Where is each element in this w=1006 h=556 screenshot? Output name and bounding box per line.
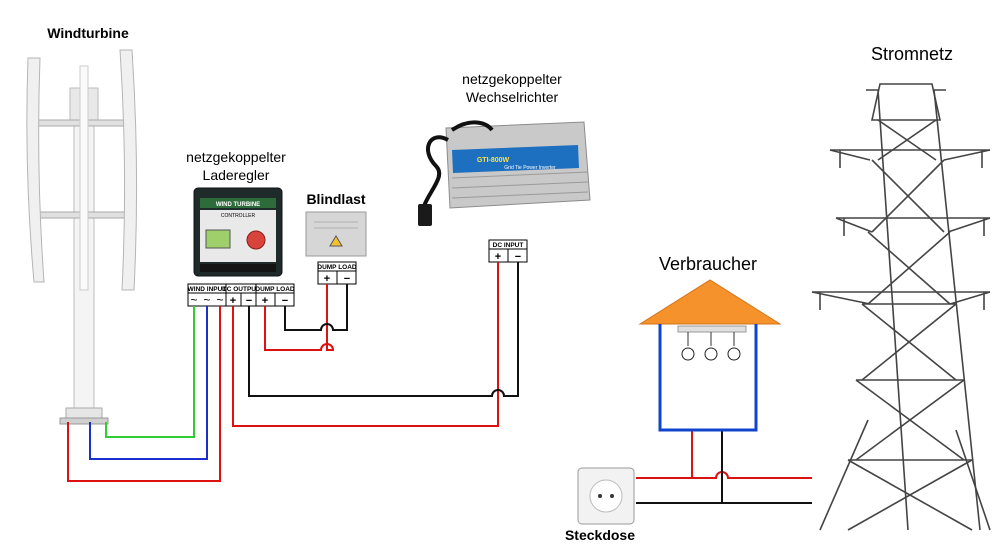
inverter-label-line2: Wechselrichter (466, 89, 559, 105)
controller-brand-text: WIND TURBINE (216, 202, 260, 208)
dump-load-plus: + (262, 295, 268, 307)
controller-sub-text: CONTROLLER (221, 213, 256, 219)
wind-turbine: Windturbine (26, 25, 138, 425)
wire-grid-phase (692, 471, 812, 479)
controller-terminal-blocks: WIND INPUT ~ ~ ~ DC OUTPUT + − DUMP LOAD… (187, 283, 295, 307)
consumer-label: Verbraucher (659, 254, 757, 274)
dc-output-minus: − (246, 295, 252, 307)
socket-label: Steckdose (565, 527, 635, 543)
inverter-cable (422, 135, 449, 207)
dump-load-label: Blindlast (306, 191, 365, 207)
wire-blue (89, 306, 208, 460)
charge-controller-label-line2: Laderegler (203, 167, 270, 183)
dump-load-terminal-label: DUMP LOAD (255, 286, 295, 293)
dump-load-device (305, 211, 367, 257)
inverter-brand: GTI-800W (477, 157, 510, 164)
wind-input-label: WIND INPUT (188, 286, 227, 293)
consumer-house: Verbraucher (638, 254, 782, 432)
lamp-rail (677, 325, 747, 333)
warning-icon (329, 235, 343, 247)
wire-dump-positive (264, 284, 335, 351)
wire-red-phase (67, 306, 221, 482)
turbine-blade-center (79, 65, 89, 291)
wire-green (105, 306, 195, 438)
inverter: netzgekoppelter Wechselrichter GTI-800W … (418, 71, 591, 263)
power-pylon: Stromnetz (811, 44, 991, 531)
wind-input-ac-2: ~ (203, 293, 210, 307)
inverter-label-panel (452, 145, 579, 173)
grid-label: Stromnetz (871, 44, 953, 64)
dc-output-plus: + (230, 295, 236, 307)
turbine-blade-left (26, 57, 45, 283)
wire-dc-positive (232, 262, 499, 427)
wire-dc-negative (248, 262, 519, 397)
dump-load: Blindlast DUMP LOAD + − (305, 191, 367, 285)
socket: Steckdose (565, 467, 635, 543)
socket-icon (589, 479, 623, 513)
turbine-blade-right (119, 49, 138, 291)
dc-input-minus: − (515, 251, 521, 263)
dump-load-minus: − (282, 295, 288, 307)
house-roof (638, 279, 782, 325)
house-walls (658, 324, 758, 432)
wiring (67, 262, 812, 504)
dump-load-box-label: DUMP LOAD (317, 264, 357, 271)
inverter-sub: Grid Tie Power Inverter (504, 165, 556, 171)
dump-load-box-plus: + (324, 273, 330, 285)
inverter-label-line1: netzgekoppelter (462, 71, 562, 87)
controller-button (246, 230, 266, 250)
dc-input-label: DC INPUT (493, 242, 524, 249)
lamp-icon (681, 332, 741, 361)
wind-input-ac-1: ~ (190, 293, 197, 307)
wire-house-phase (636, 430, 693, 479)
wind-input-ac-3: ~ (216, 293, 223, 307)
controller-brand-strip (200, 198, 276, 208)
controller-lcd (205, 229, 231, 249)
dump-load-box-minus: − (344, 273, 350, 285)
controller-terminal-strip (200, 264, 276, 272)
turbine-foot (59, 417, 109, 425)
inverter-plug (418, 204, 432, 226)
charge-controller: netzgekoppelter Laderegler WIND TURBINE … (186, 149, 286, 277)
wind-turbine-label: Windturbine (47, 25, 129, 41)
dc-output-label: DC OUTPUT (222, 286, 260, 293)
dc-input-plus: + (495, 251, 501, 263)
charge-controller-label-line1: netzgekoppelter (186, 149, 286, 165)
wire-dump-negative (284, 284, 348, 331)
